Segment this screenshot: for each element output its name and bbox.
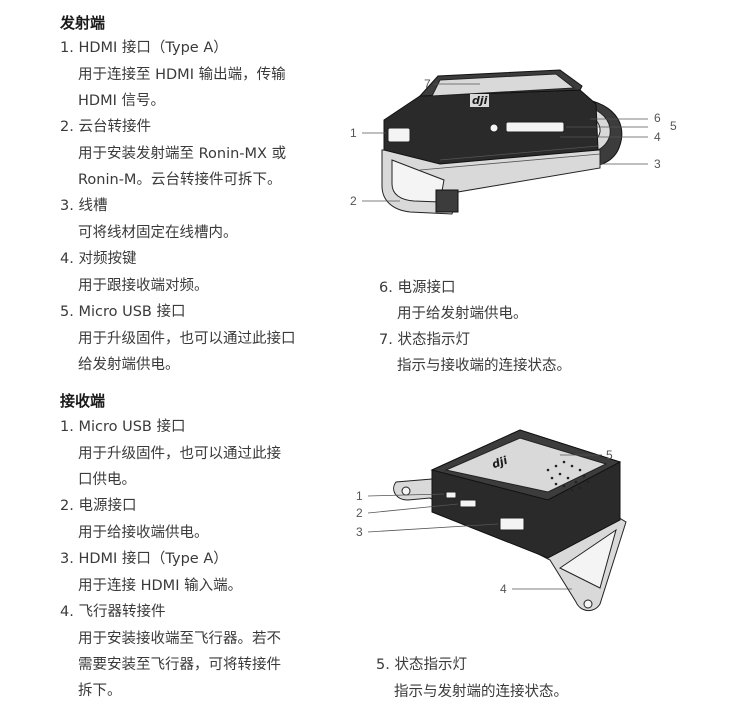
transmitter-item-6-desc-line-1: 用于给发射端供电。 [397, 306, 528, 322]
transmitter-item-2-label: 2. 云台转接件 [60, 119, 151, 135]
transmitter-item-1-desc-line-1: 用于连接至 HDMI 输出端，传输 [78, 67, 286, 83]
receiver-callout-3: 3 [356, 525, 363, 539]
receiver-callout-1: 1 [356, 489, 363, 503]
receiver-hdmi-port [499, 517, 525, 531]
transmitter-callout-1: 1 [350, 126, 357, 140]
transmitter-item-5-desc-line-2: 给发射端供电。 [78, 357, 180, 373]
transmitter-item-2-desc-line-2: Ronin-M。云台转接件可拆下。 [78, 172, 282, 188]
receiver-item-2-label: 2. 电源接口 [60, 498, 137, 514]
receiver-item-4-desc-line-1: 用于安装接收端至飞行器。若不 [78, 631, 281, 647]
transmitter-callout-5: 5 [670, 119, 677, 133]
transmitter-callout-2: 2 [350, 194, 357, 208]
receiver-power-port [459, 499, 477, 508]
receiver-item-4-desc-line-3: 拆下。 [78, 683, 122, 699]
transmitter-item-5-desc-line-1: 用于升级固件，也可以通过此接口 [78, 331, 296, 347]
transmitter-callout-6: 6 [654, 111, 661, 125]
receiver-item-1-label: 1. Micro USB 接口 [60, 419, 186, 435]
receiver-item-2-desc-line-1: 用于给接收端供电。 [78, 525, 209, 541]
receiver-usb-port [445, 491, 457, 499]
transmitter-item-6-label: 6. 电源接口 [379, 280, 456, 296]
transmitter-item-7-label: 7. 状态指示灯 [379, 332, 470, 348]
transmitter-item-5-label: 5. Micro USB 接口 [60, 304, 186, 320]
transmitter-dji-logo: dji [470, 94, 490, 107]
transmitter-item-4-desc-line-1: 用于跟接收端对频。 [78, 278, 209, 294]
receiver-item-3-desc-line-1: 用于连接 HDMI 输入端。 [78, 578, 243, 594]
transmitter-section-title: 发射端 [60, 14, 106, 32]
transmitter-item-3-desc-line-1: 可将线材固定在线槽内。 [78, 225, 238, 241]
receiver-item-4-label: 4. 飞行器转接件 [60, 604, 166, 620]
receiver-vent-grill [546, 460, 590, 492]
transmitter-callout-4: 4 [654, 130, 661, 144]
transmitter-pair-button [489, 123, 499, 133]
receiver-item-5-desc-line-1: 指示与发射端的连接状态。 [394, 684, 568, 700]
transmitter-item-1-label: 1. HDMI 接口（Type A） [60, 40, 228, 56]
transmitter-callout-3: 3 [654, 157, 661, 171]
receiver-section-title: 接收端 [60, 392, 106, 410]
receiver-item-1-desc-line-2: 口供电。 [78, 472, 136, 488]
receiver-callout-2: 2 [356, 506, 363, 520]
receiver-callout-4: 4 [500, 582, 507, 596]
receiver-callout-5: 5 [606, 448, 613, 462]
transmitter-hdmi-port [387, 127, 411, 143]
receiver-item-5-label: 5. 状态指示灯 [376, 657, 467, 673]
transmitter-item-7-desc-line-1: 指示与接收端的连接状态。 [397, 358, 571, 374]
transmitter-port-strip [505, 121, 565, 133]
receiver-item-4-desc-line-2: 需要安装至飞行器，可将转接件 [78, 657, 281, 673]
transmitter-item-1-desc-line-2: HDMI 信号。 [78, 93, 165, 109]
transmitter-item-4-label: 4. 对频按键 [60, 251, 137, 267]
transmitter-item-3-label: 3. 线槽 [60, 198, 108, 214]
receiver-item-3-label: 3. HDMI 接口（Type A） [60, 551, 228, 567]
transmitter-item-2-desc-line-1: 用于安装发射端至 Ronin-MX 或 [78, 146, 287, 162]
transmitter-callout-7: 7 [424, 77, 431, 91]
receiver-item-1-desc-line-1: 用于升级固件，也可以通过此接 [78, 446, 281, 462]
